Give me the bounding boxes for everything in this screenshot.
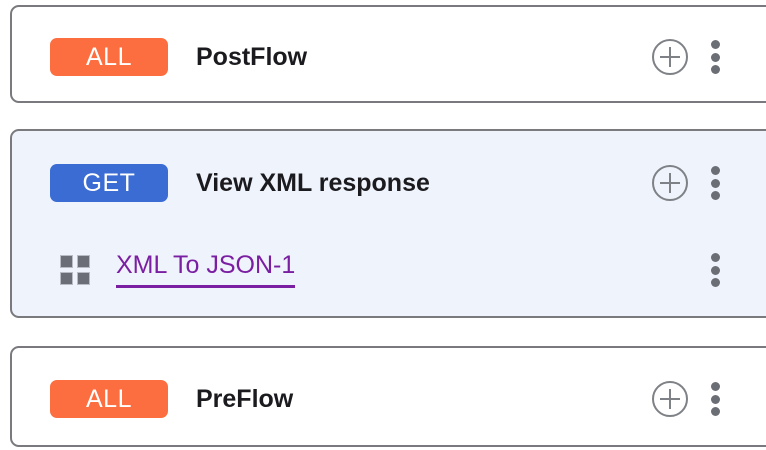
plus-circle-icon[interactable] [652,381,688,417]
flow-card-postflow[interactable]: ALL PostFlow [10,5,766,103]
kebab-menu-icon[interactable] [710,166,720,200]
kebab-dot [710,178,720,188]
flow-row-actions [652,39,720,75]
flow-row-header[interactable]: GET View XML response [12,154,766,212]
method-badge-get: GET [50,164,168,202]
grid-square [77,272,90,285]
plus-circle-icon[interactable] [652,39,688,75]
kebab-dot [710,278,720,287]
flow-card-view-xml-response[interactable]: GET View XML response XML To JSON-1 [10,129,766,318]
kebab-dot [710,394,720,404]
flow-title: PostFlow [196,42,308,71]
grid-square [77,255,90,268]
plus-circle-icon[interactable] [652,165,688,201]
flow-row-header[interactable]: ALL PreFlow [12,370,766,428]
flow-title: PreFlow [196,384,294,413]
method-badge-all: ALL [50,38,168,76]
kebab-dot [710,52,720,62]
grid-square [60,272,73,285]
grid-square [60,255,73,268]
flow-title: View XML response [196,168,430,197]
kebab-menu-icon[interactable] [710,253,720,287]
kebab-dot [710,382,720,391]
policy-row[interactable]: XML To JSON-1 [12,241,766,299]
flow-card-preflow[interactable]: ALL PreFlow [10,346,766,447]
kebab-dot [710,40,720,49]
kebab-dot [710,65,720,74]
flow-row-actions [652,381,720,417]
kebab-dot [710,166,720,175]
method-badge-all: ALL [50,380,168,418]
policy-row-actions [710,253,720,287]
kebab-dot [710,265,720,275]
flow-row-header[interactable]: ALL PostFlow [12,28,766,86]
flow-row-actions [652,165,720,201]
kebab-dot [710,253,720,262]
kebab-dot [710,407,720,416]
kebab-dot [710,191,720,200]
policy-link-xml-to-json[interactable]: XML To JSON-1 [116,252,296,288]
kebab-menu-icon[interactable] [710,40,720,74]
policy-grid-icon [60,255,90,285]
kebab-menu-icon[interactable] [710,382,720,416]
